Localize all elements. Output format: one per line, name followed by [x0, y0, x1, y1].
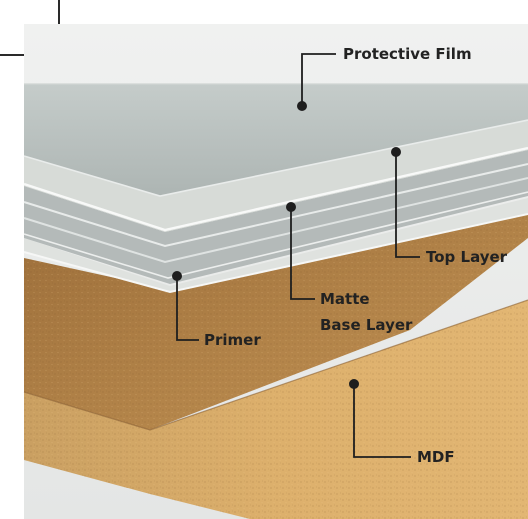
protective-film-sheet — [24, 84, 528, 196]
leader-line — [353, 384, 411, 458]
leader-line — [395, 152, 420, 258]
label-protective-film: Protective Film — [343, 45, 472, 63]
matte-base-edge-2 — [23, 177, 528, 264]
leader-protective-film — [297, 53, 336, 111]
mdf-side-speckle — [24, 300, 528, 519]
top-layer-edge — [23, 146, 528, 232]
mdf-edge — [23, 299, 528, 431]
matte-base-edge-3 — [23, 191, 528, 279]
top-layer-sheet — [24, 120, 528, 232]
label-mdf: MDF — [417, 448, 455, 466]
label-primer: Primer — [204, 331, 261, 349]
label-base-layer: Base Layer — [320, 316, 413, 334]
leader-primer — [172, 271, 199, 341]
matte-base-layer-sheet — [24, 150, 528, 284]
leader-line — [176, 276, 199, 341]
label-top-layer: Top Layer — [426, 248, 508, 266]
mdf-top-speckle — [24, 208, 528, 430]
primer-edge — [23, 213, 528, 294]
matte-base-edge-1 — [23, 163, 528, 248]
leader-mdf — [349, 379, 411, 458]
protective-film-edge — [23, 119, 528, 197]
leader-matte-base-layer — [286, 202, 315, 300]
label-matte: Matte — [320, 290, 370, 308]
leader-line — [290, 207, 315, 300]
leader-line — [301, 53, 336, 106]
leader-top-layer — [391, 147, 420, 258]
